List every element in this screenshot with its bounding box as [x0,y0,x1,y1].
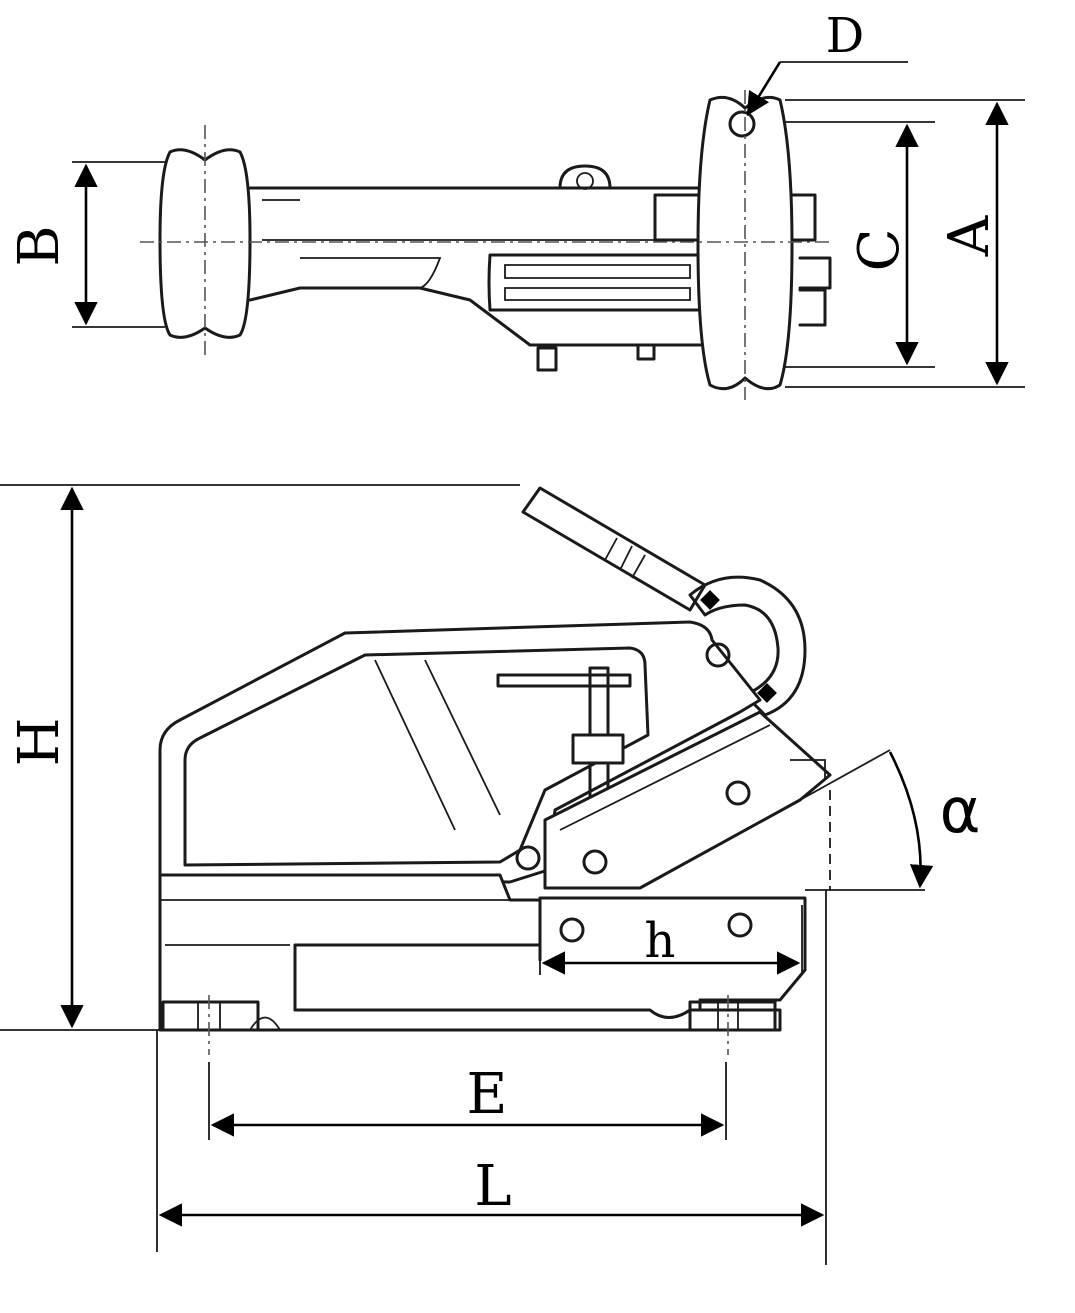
side-view-clamp-block [571,733,625,765]
dimension-h-upper: H [0,484,520,1031]
side-view-foot-left [161,1000,260,1032]
side-view-bolt-2 [725,780,751,806]
side-view-frame-window [183,646,650,867]
dimension-l: L [156,890,827,1265]
side-view-bolt-5 [559,917,585,943]
top-view-block [653,193,702,242]
dimension-c: C [785,121,935,368]
side-view-foot-right [688,1000,777,1032]
label-d: D [826,8,864,64]
side-view-frame-rib [374,659,501,831]
top-view-boss [558,164,612,190]
dimension-d: D [746,8,908,116]
label-b: B [7,225,72,266]
side-view-foot-bolts [197,1002,739,1030]
top-view-hole-d [728,110,756,138]
label-e: E [467,1062,508,1127]
dimension-alpha: α [799,749,981,891]
top-view-right-spool [696,95,794,391]
label-l: L [474,1154,511,1219]
side-view-bolt-6 [727,912,753,938]
side-view-bolt-3 [582,849,608,875]
side-view-bolt-1 [705,642,731,668]
label-h-lower: h [645,913,676,969]
side-view-base-lines [160,899,510,1031]
top-view-shaft [248,186,702,347]
top-view-lever-inner [504,264,691,301]
label-h-upper: H [7,718,72,767]
label-alpha: α [940,774,981,847]
top-view-lever-slot [487,253,702,312]
top-view-bolt-2 [636,343,656,361]
top-view-shaft-inner [262,199,700,289]
label-a: A [937,215,1002,257]
side-view-pivot-bolt-1 [700,590,720,610]
label-c: C [847,229,912,272]
top-view-boss-hole [576,172,594,190]
top-view-right-hardware [790,193,832,327]
dimension-b: B [7,161,165,328]
dimension-e: E [208,1062,727,1140]
side-view [158,486,832,1055]
side-view-handle-grip [604,537,646,579]
side-view-blade-edge [559,724,826,831]
side-view-bolt-4 [515,845,541,871]
top-view [140,90,832,400]
side-view-pivot-bolt-2 [757,683,777,703]
dimension-h-lower: h [539,905,803,975]
top-view-bolt-1 [536,346,558,372]
side-view-handle [521,486,707,612]
dimension-a: A [785,99,1025,388]
